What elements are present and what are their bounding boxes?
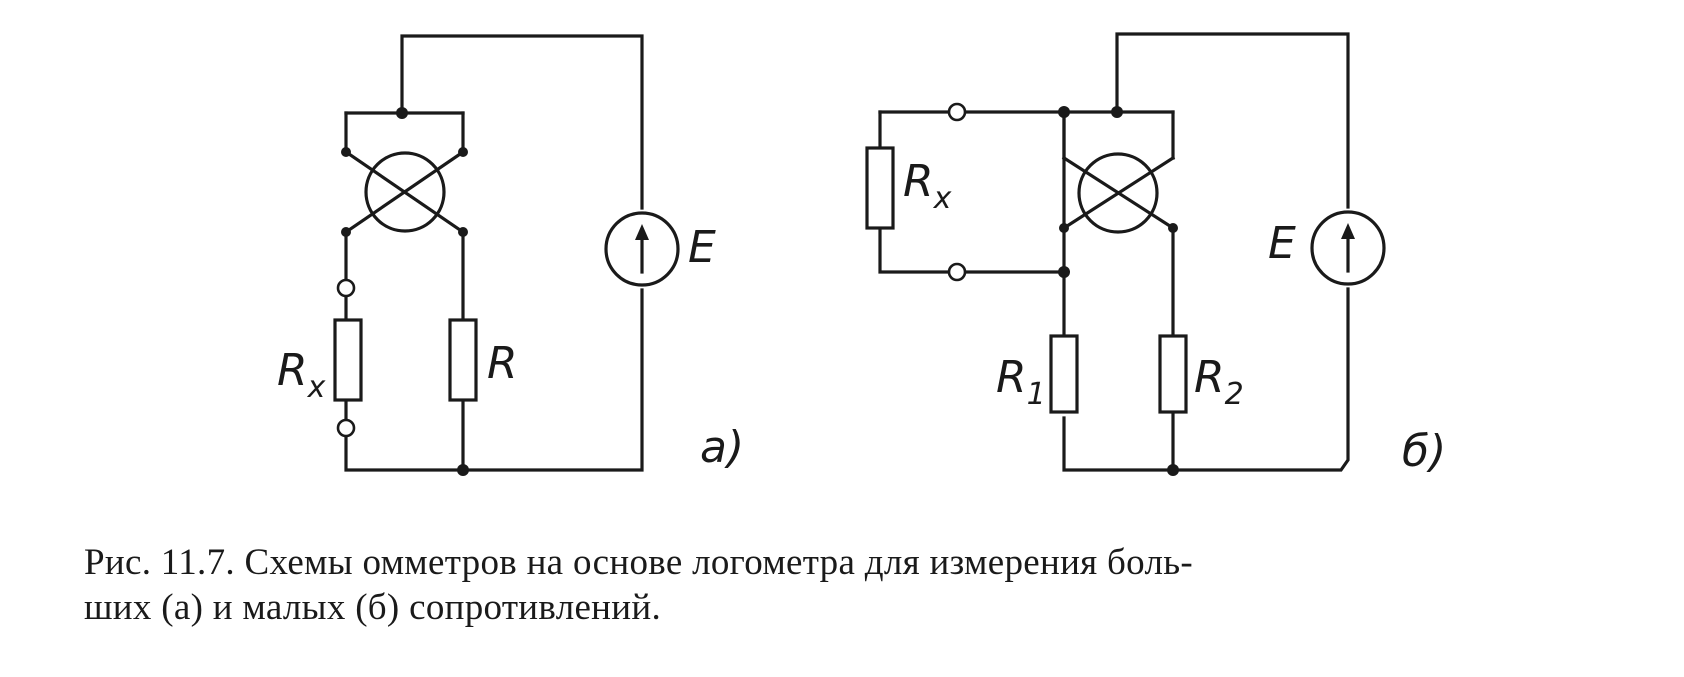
terminal-b-top	[947, 102, 967, 122]
caption-line-1: Рис. 11.7. Схемы омметров на основе лого…	[84, 542, 1194, 583]
terminal-a-top	[336, 278, 356, 298]
source-e-b	[1310, 210, 1386, 286]
junction-dot	[1058, 106, 1070, 118]
panel-label-b: б)	[1402, 426, 1446, 477]
junction-dot	[458, 227, 468, 237]
label-r-a: R	[487, 338, 518, 389]
source-e-a	[604, 211, 680, 287]
label-r1-b: R1	[996, 352, 1046, 412]
junction-dot	[341, 227, 351, 237]
label-rx-a: Rx	[277, 345, 326, 405]
resistor-r-a	[448, 318, 478, 402]
circuit-a-wires	[344, 34, 644, 472]
caption-line-2: ших (а) и малых (б) сопротивлений.	[84, 587, 662, 628]
circuit-a: Rx R E a)	[277, 34, 744, 476]
junction-dot	[457, 464, 469, 476]
circuit-b: Rx R1 R2 E б)	[865, 32, 1446, 477]
label-e-a: E	[688, 222, 716, 273]
circuit-diagram: Rx R E a)	[277, 32, 1446, 477]
resistor-rx-a	[333, 318, 363, 402]
circuit-b-junctions	[1058, 106, 1179, 476]
logometer-a	[343, 149, 466, 235]
junction-dot	[1167, 464, 1179, 476]
junction-dot	[1058, 266, 1070, 278]
figure-caption: Рис. 11.7. Схемы омметров на основе лого…	[84, 540, 1644, 630]
terminal-a-bottom	[336, 418, 356, 438]
label-r2-b: R2	[1194, 352, 1244, 412]
logometer-b	[1061, 152, 1176, 234]
resistor-rx-b	[865, 146, 895, 230]
junction-dot	[1059, 223, 1069, 233]
junction-dot	[341, 147, 351, 157]
resistor-r2-b	[1158, 334, 1188, 414]
circuit-a-junctions	[341, 107, 469, 476]
junction-dot	[458, 147, 468, 157]
junction-dot	[1168, 223, 1178, 233]
junction-dot	[1111, 106, 1123, 118]
resistor-r1-b	[1049, 334, 1079, 414]
label-rx-b: Rx	[903, 156, 952, 216]
circuit-b-wires	[878, 32, 1350, 472]
junction-dot	[396, 107, 408, 119]
label-e-b: E	[1268, 218, 1296, 269]
terminal-b-bottom	[947, 262, 967, 282]
panel-label-a: a)	[700, 422, 744, 473]
